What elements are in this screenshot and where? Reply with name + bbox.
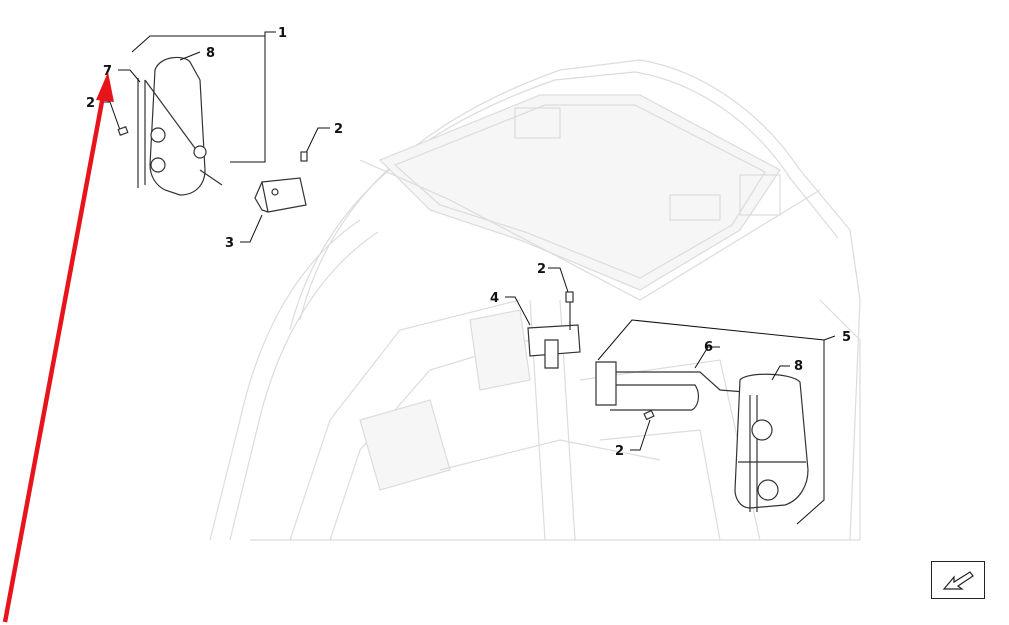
callout-2-upper: 2 xyxy=(334,122,343,137)
cab-frame-background xyxy=(209,59,861,541)
screws xyxy=(117,126,655,421)
callout-3: 3 xyxy=(225,236,234,251)
callout-5: 5 xyxy=(842,330,851,345)
callout-2-left: 2 xyxy=(86,96,95,111)
callout-7: 7 xyxy=(103,64,112,79)
callout-4: 4 xyxy=(490,291,499,306)
callout-2-lower: 2 xyxy=(615,444,624,459)
bracket-left xyxy=(254,177,307,213)
callout-1: 1 xyxy=(278,26,287,41)
bracket-right xyxy=(527,298,581,369)
callout-2-center: 2 xyxy=(537,262,546,277)
mirror-assembly-left xyxy=(137,56,223,196)
mirror-assembly-right xyxy=(595,361,809,512)
navigation-button[interactable] xyxy=(931,561,985,599)
leader-lines xyxy=(100,31,836,525)
callout-8-left: 8 xyxy=(206,46,215,61)
annotation-arrow xyxy=(2,72,114,623)
callout-6: 6 xyxy=(704,340,713,355)
arrow-down-left-icon xyxy=(942,571,974,590)
callout-8-right: 8 xyxy=(794,359,803,374)
